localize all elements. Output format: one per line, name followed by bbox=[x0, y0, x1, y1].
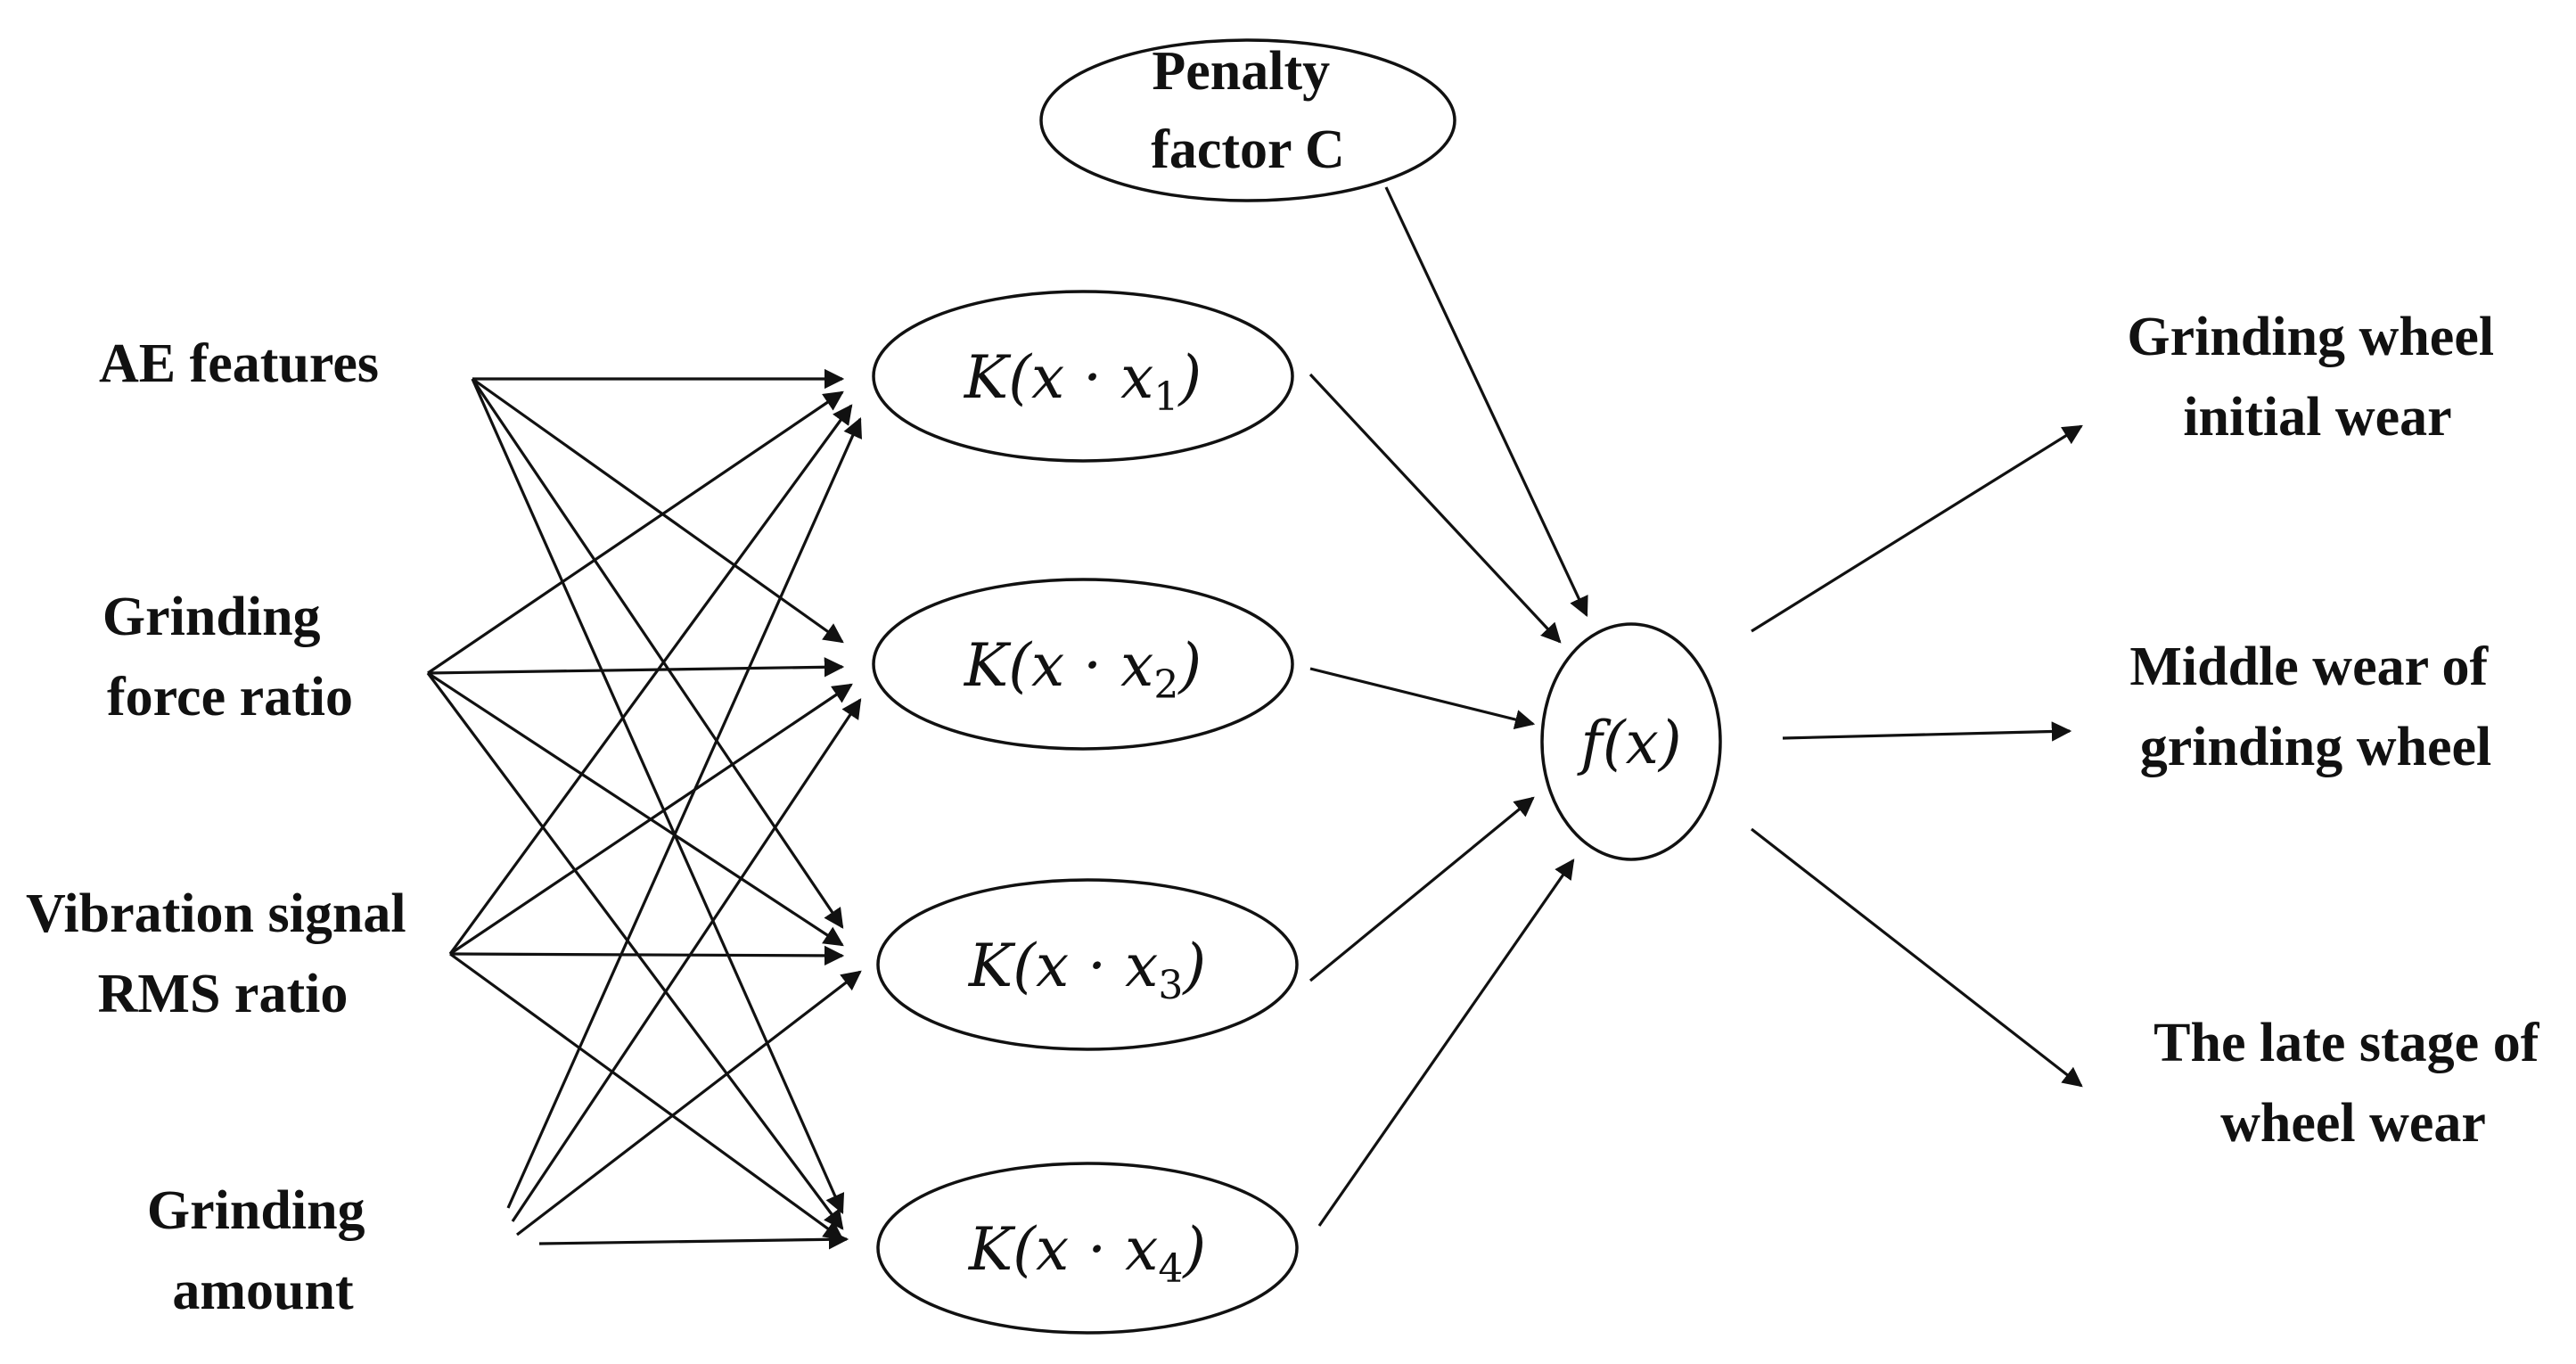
kernel-label-1: K(x · x1) bbox=[964, 343, 1202, 420]
fx-node: f(x) bbox=[1540, 622, 1722, 861]
penalty-label: Penalty factor C bbox=[1151, 41, 1344, 180]
edge-vib-k3 bbox=[449, 945, 845, 966]
edge-amount-k1 bbox=[506, 416, 863, 1209]
edge-k4-fx bbox=[1317, 859, 1575, 1227]
input-ae-features: AE features bbox=[99, 333, 379, 394]
edge-vib-k2 bbox=[449, 683, 853, 956]
edge-amount-k4 bbox=[538, 1229, 849, 1250]
edge-force-k1 bbox=[427, 390, 844, 675]
input-grinding-amount: Grinding amount bbox=[147, 1180, 379, 1321]
edge-k2-fx bbox=[1309, 667, 1536, 730]
input-edges bbox=[426, 368, 863, 1250]
edge-fx-late bbox=[1751, 827, 2083, 1088]
output-initial-wear: Grinding wheel initial wear bbox=[2127, 307, 2507, 448]
output-edges bbox=[1751, 424, 2083, 1088]
edge-vib-k1 bbox=[448, 404, 853, 955]
kernel-node-1: K(x · x1) bbox=[872, 290, 1294, 463]
edge-k3-fx bbox=[1309, 796, 1535, 982]
kernel-label-3: K(x · x3) bbox=[968, 932, 1206, 1008]
edge-ae-k3 bbox=[471, 378, 844, 929]
penalty-node: Penalty factor C bbox=[1039, 38, 1456, 202]
edge-force-k3 bbox=[427, 671, 844, 947]
kernel-node-2: K(x · x2) bbox=[872, 578, 1294, 751]
kernel-label-4: K(x · x4) bbox=[968, 1215, 1206, 1292]
edge-amount-k2 bbox=[511, 698, 862, 1222]
input-vibration-rms-ratio: Vibration signal RMS ratio bbox=[26, 883, 420, 1024]
edge-penalty-fx bbox=[1384, 186, 1588, 618]
edge-fx-initial bbox=[1751, 424, 2083, 633]
edge-force-k4 bbox=[426, 672, 844, 1230]
edge-k1-fx bbox=[1309, 373, 1562, 644]
edge-ae-k4 bbox=[471, 378, 845, 1215]
edge-force-k2 bbox=[427, 657, 845, 678]
kernel-node-4: K(x · x4) bbox=[876, 1162, 1299, 1335]
output-middle-wear: Middle wear of grinding wheel bbox=[2129, 637, 2501, 777]
kernel-edges bbox=[1309, 186, 1588, 1227]
kernel-label-2: K(x · x2) bbox=[964, 631, 1202, 708]
output-late-wear: The late stage of wheel wear bbox=[2154, 1013, 2553, 1154]
fx-label: f(x) bbox=[1576, 709, 1681, 777]
edge-ae-k2 bbox=[472, 377, 844, 644]
edge-vib-k4 bbox=[449, 952, 844, 1241]
edge-amount-k3 bbox=[516, 970, 862, 1237]
edge-fx-middle bbox=[1782, 721, 2072, 742]
kernel-node-3: K(x · x3) bbox=[876, 878, 1299, 1051]
input-grinding-force-ratio: Grinding force ratio bbox=[103, 587, 353, 727]
